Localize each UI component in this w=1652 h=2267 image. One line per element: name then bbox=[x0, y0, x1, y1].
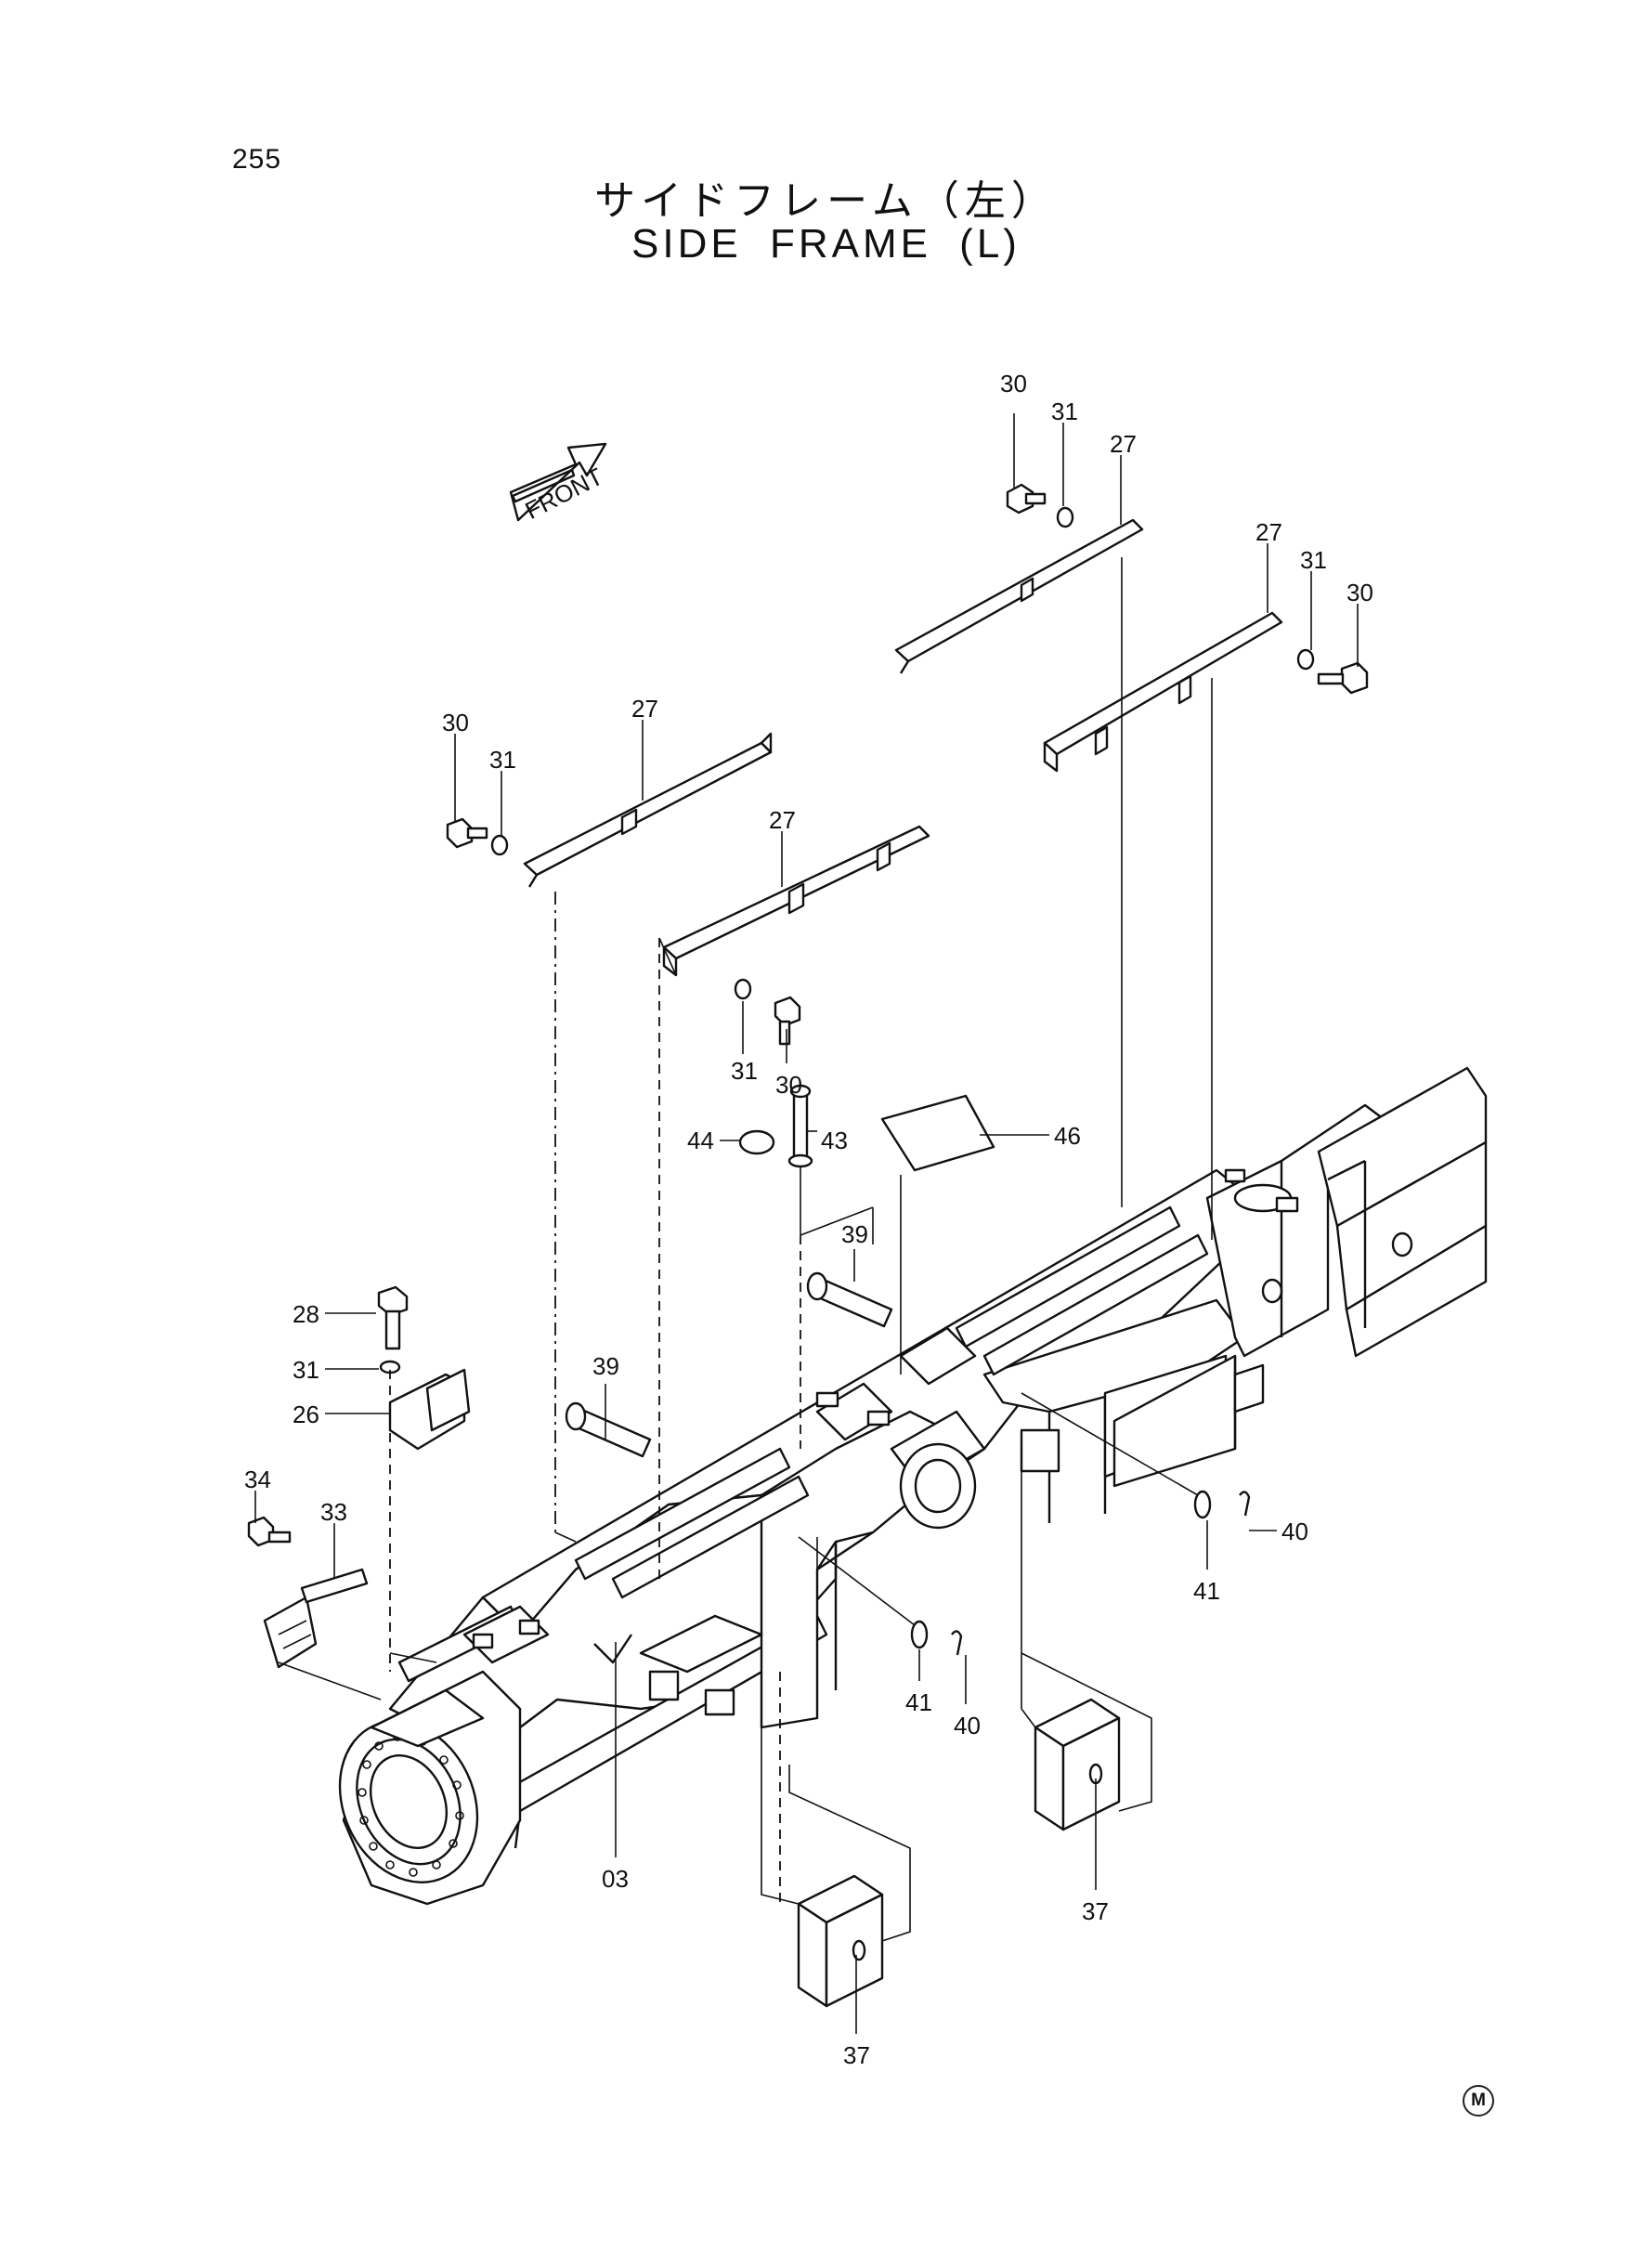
callout-31: 31 bbox=[1300, 546, 1327, 574]
callout-27: 27 bbox=[769, 806, 796, 834]
callout-41: 41 bbox=[1193, 1577, 1220, 1605]
bolts-and-washers bbox=[247, 483, 1369, 2008]
callout-30: 30 bbox=[775, 1071, 802, 1099]
weight-37-upper bbox=[1034, 1698, 1121, 1831]
callout-41: 41 bbox=[905, 1688, 932, 1716]
callout-31: 31 bbox=[1051, 397, 1078, 425]
callout-46: 46 bbox=[1054, 1122, 1081, 1150]
leader-lines bbox=[254, 413, 1359, 2034]
callout-03: 03 bbox=[602, 1865, 629, 1893]
manufacturer-mark: M bbox=[1463, 2085, 1494, 2117]
callout-40: 40 bbox=[954, 1712, 981, 1739]
strip-27-front-left bbox=[894, 518, 1144, 674]
callout-40: 40 bbox=[1281, 1518, 1308, 1545]
callout-30: 30 bbox=[1000, 370, 1027, 397]
callout-27: 27 bbox=[1110, 430, 1137, 458]
strip-27-rear-left bbox=[523, 732, 773, 888]
side-frame-body bbox=[338, 1066, 1488, 1906]
callout-31: 31 bbox=[293, 1356, 319, 1384]
callout-28: 28 bbox=[293, 1300, 319, 1328]
callout-31: 31 bbox=[731, 1057, 758, 1085]
callout-27: 27 bbox=[631, 695, 658, 723]
strip-27-front-right bbox=[1043, 611, 1283, 773]
callout-numbers: 30 31 27 27 31 30 30 31 27 27 31 30 44 4… bbox=[244, 370, 1373, 2069]
front-arrow: FRONT bbox=[509, 442, 607, 525]
callout-37: 37 bbox=[1082, 1897, 1109, 1925]
page-title-english: SIDE FRAME (L) bbox=[631, 221, 1021, 267]
callout-44: 44 bbox=[687, 1127, 714, 1154]
page-title-japanese: サイドフレーム（左） bbox=[594, 177, 1058, 225]
assembly-lines bbox=[278, 557, 1213, 1942]
weight-37-lower bbox=[797, 1874, 884, 2008]
strip-27-rear-center bbox=[662, 825, 930, 977]
callout-39: 39 bbox=[592, 1352, 619, 1380]
callout-30: 30 bbox=[1346, 579, 1373, 606]
callout-30: 30 bbox=[442, 709, 469, 736]
callout-26: 26 bbox=[293, 1401, 319, 1428]
callout-37: 37 bbox=[843, 2041, 870, 2069]
callout-43: 43 bbox=[821, 1127, 848, 1154]
page-number: 255 bbox=[232, 144, 282, 175]
callout-33: 33 bbox=[320, 1498, 347, 1526]
callout-27: 27 bbox=[1255, 518, 1282, 546]
callout-34: 34 bbox=[244, 1466, 271, 1493]
callout-39: 39 bbox=[841, 1220, 868, 1248]
callout-31: 31 bbox=[489, 746, 516, 774]
